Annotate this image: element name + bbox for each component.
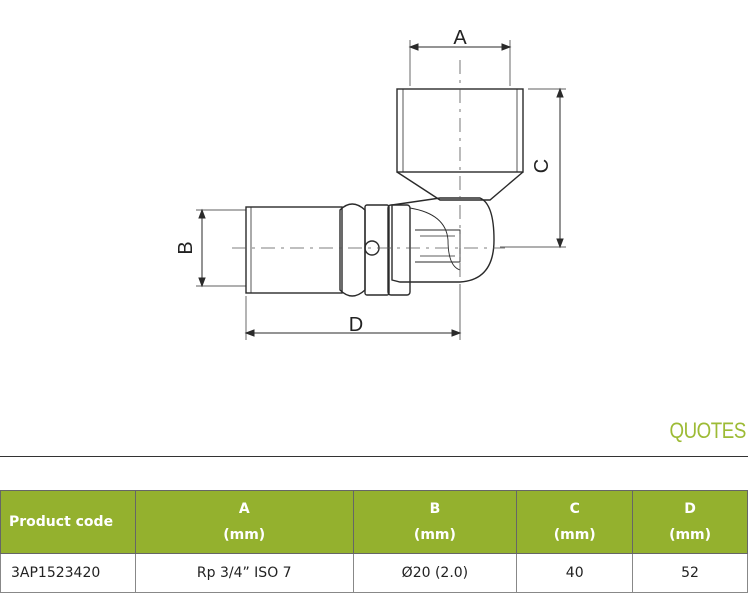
- press-ring: [364, 204, 390, 296]
- elbow-body: [391, 197, 495, 283]
- pipe-sleeve: [245, 206, 343, 294]
- product-table: Product code A (mm) B (mm) C (mm) D (mm)…: [0, 490, 748, 593]
- header-label: A: [238, 501, 250, 517]
- header-unit: (mm): [223, 527, 266, 543]
- header-unit: (mm): [669, 527, 712, 543]
- cell-b: Ø20 (2.0): [352, 553, 518, 593]
- header-label: D: [684, 501, 696, 517]
- header-b: B (mm): [352, 490, 518, 554]
- divider: [0, 456, 748, 457]
- header-unit: (mm): [413, 527, 456, 543]
- header-label: C: [569, 501, 580, 517]
- socket-taper: [396, 171, 524, 201]
- dimension-a-label: A: [453, 27, 467, 49]
- header-product-code: Product code: [0, 490, 136, 554]
- table-row: 3AP1523420 Rp 3/4” ISO 7 Ø20 (2.0) 40 52: [0, 553, 748, 593]
- dimension-d-label: D: [349, 314, 363, 336]
- header-a: A (mm): [134, 490, 354, 554]
- cell-a: Rp 3/4” ISO 7: [134, 553, 354, 593]
- header-d: D (mm): [632, 490, 748, 554]
- header-label: Product code: [9, 514, 114, 530]
- header-unit: (mm): [553, 527, 596, 543]
- inspection-hole: [364, 240, 380, 256]
- section-title: QUOTES: [669, 418, 747, 443]
- cell-c: 40: [516, 553, 634, 593]
- cell-d: 52: [632, 553, 748, 593]
- fitting-technical-drawing: A C B D: [175, 27, 566, 340]
- cell-product-code: 3AP1523420: [0, 553, 136, 593]
- collar: [387, 204, 411, 296]
- header-c: C (mm): [516, 490, 634, 554]
- groove-ring: [339, 203, 366, 297]
- dimension-c-label: C: [531, 159, 553, 173]
- dimension-b-label: B: [175, 241, 197, 254]
- table-header-row: Product code A (mm) B (mm) C (mm) D (mm): [0, 490, 748, 554]
- header-label: B: [429, 501, 441, 517]
